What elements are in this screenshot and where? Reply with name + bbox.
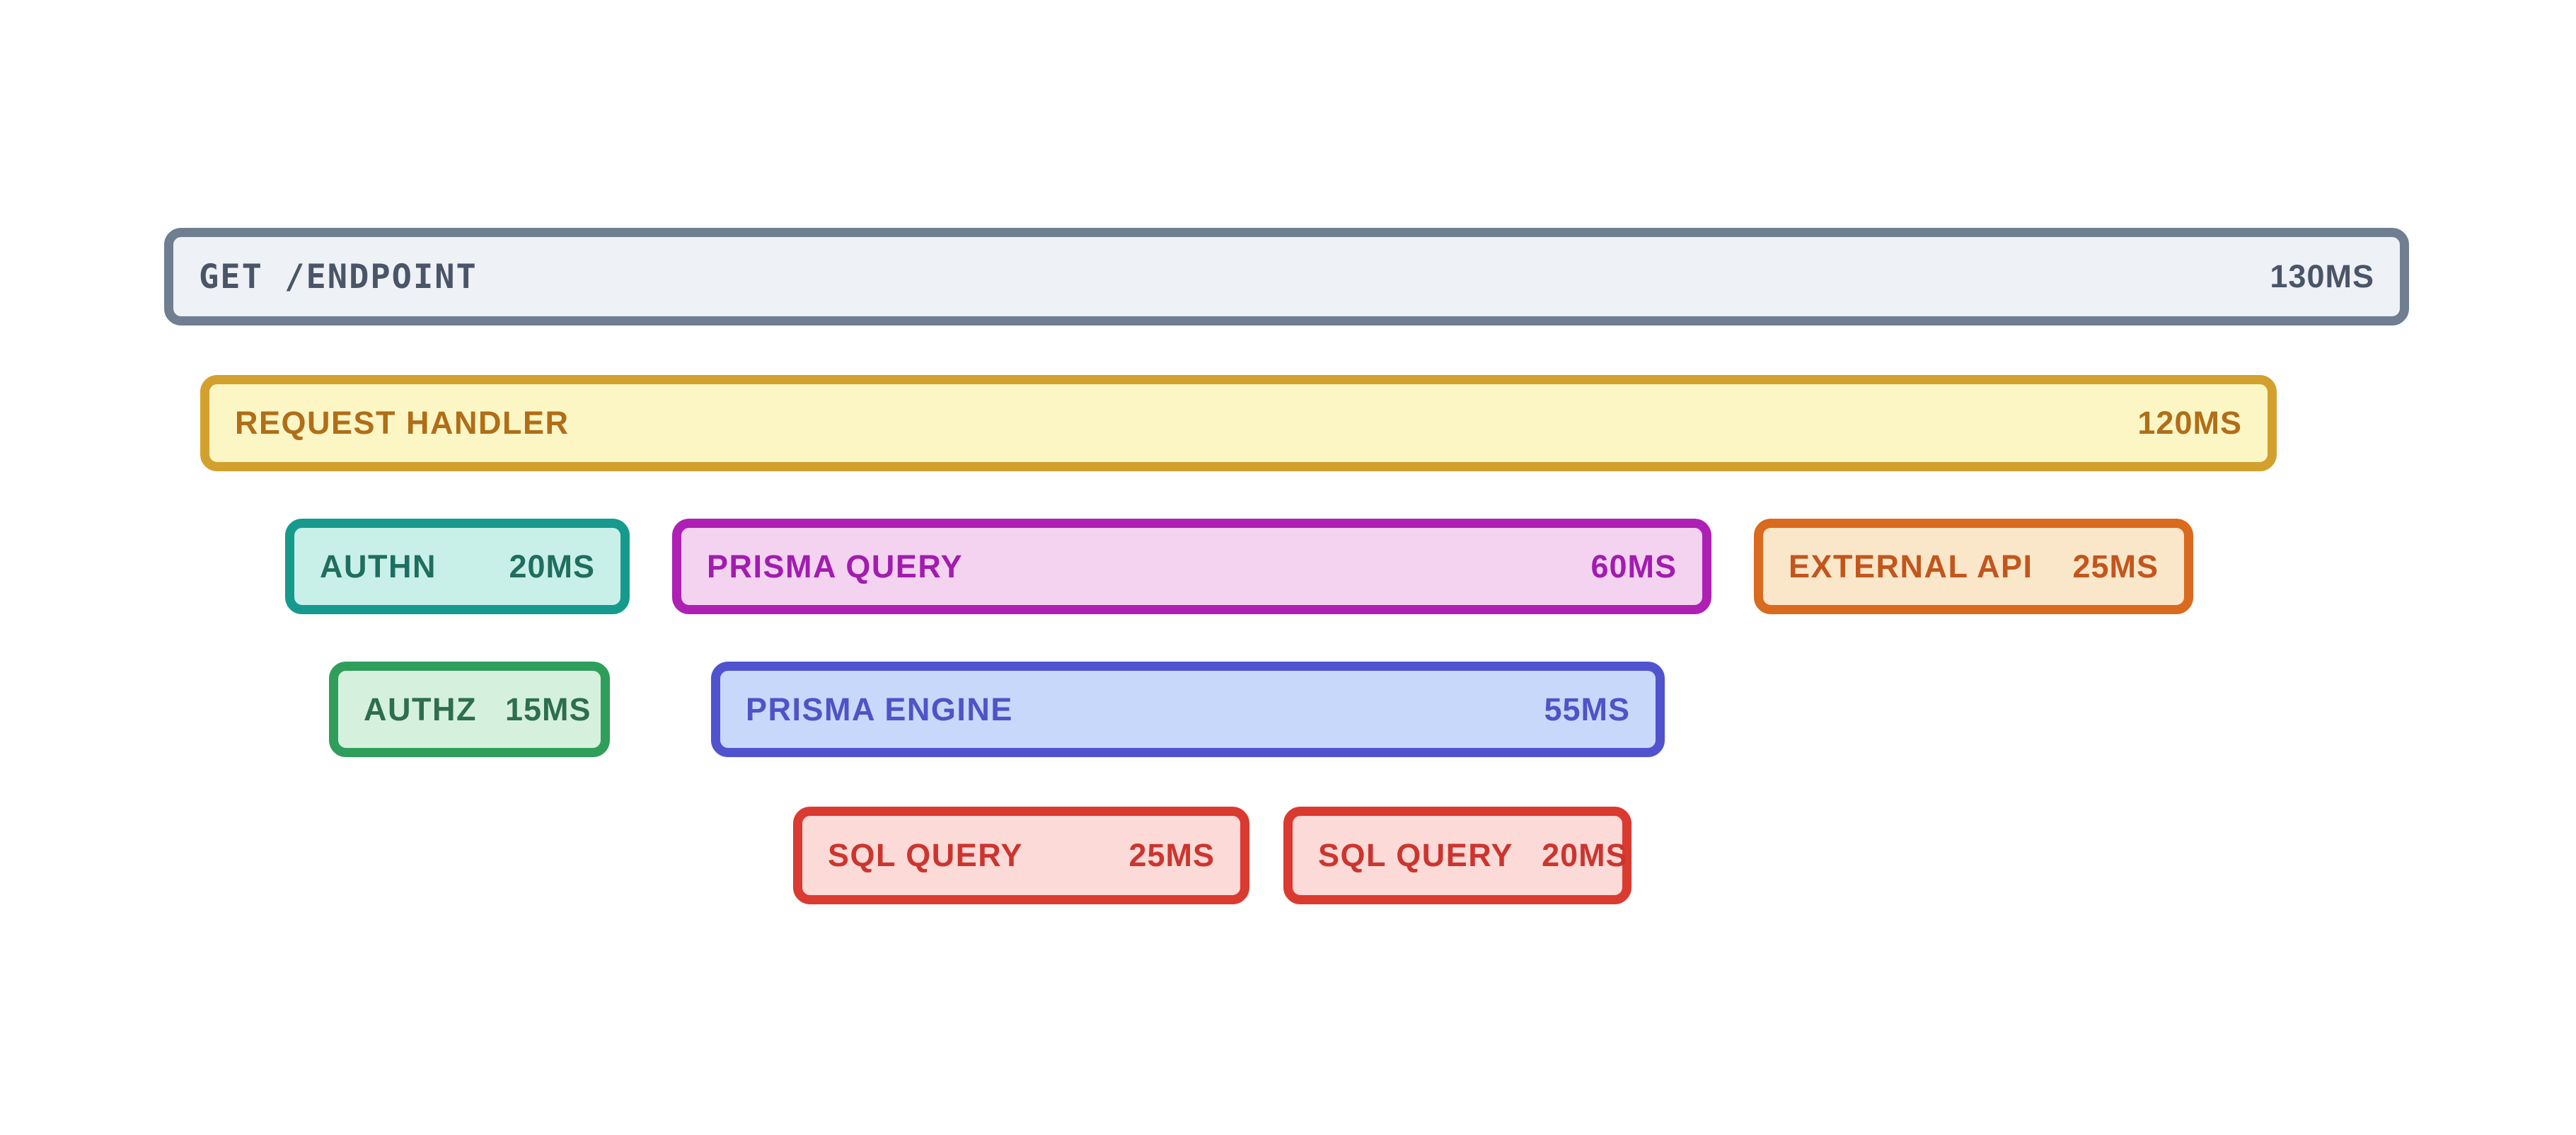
span-duration: 15MS xyxy=(504,691,591,727)
span-duration: 60MS xyxy=(1590,548,1677,584)
span-label: EXTERNAL API xyxy=(1789,548,2033,584)
span-duration: 120MS xyxy=(2137,405,2242,441)
span-label: PRISMA ENGINE xyxy=(746,691,1013,727)
span-label: AUTHZ xyxy=(364,691,477,727)
span-label: AUTHN xyxy=(320,548,437,584)
span-label: PRISMA QUERY xyxy=(707,548,964,584)
span-request-handler: REQUEST HANDLER 120MS xyxy=(200,375,2277,471)
span-prisma-query: PRISMA QUERY 60MS xyxy=(672,519,1711,614)
span-label: GET /ENDPOINT xyxy=(199,257,478,296)
span-duration: 25MS xyxy=(1128,837,1215,873)
span-duration: 25MS xyxy=(2072,548,2159,584)
span-sql-query-1: SQL QUERY 25MS xyxy=(793,807,1249,904)
span-label: REQUEST HANDLER xyxy=(235,405,570,441)
span-duration: 20MS xyxy=(509,548,595,584)
span-external-api: EXTERNAL API 25MS xyxy=(1754,519,2193,614)
span-label: SQL QUERY xyxy=(1318,837,1514,873)
span-root: GET /ENDPOINT 130MS xyxy=(164,228,2409,325)
span-duration: 55MS xyxy=(1544,691,1630,727)
span-authn: AUTHN 20MS xyxy=(285,519,630,614)
span-authz: AUTHZ 15MS xyxy=(329,662,610,757)
span-sql-query-2: SQL QUERY 20MS xyxy=(1283,807,1631,904)
span-label: SQL QUERY xyxy=(828,837,1024,873)
span-duration: 20MS xyxy=(1542,837,1628,873)
span-prisma-engine: PRISMA ENGINE 55MS xyxy=(711,662,1665,757)
span-duration: 130MS xyxy=(2270,258,2374,294)
